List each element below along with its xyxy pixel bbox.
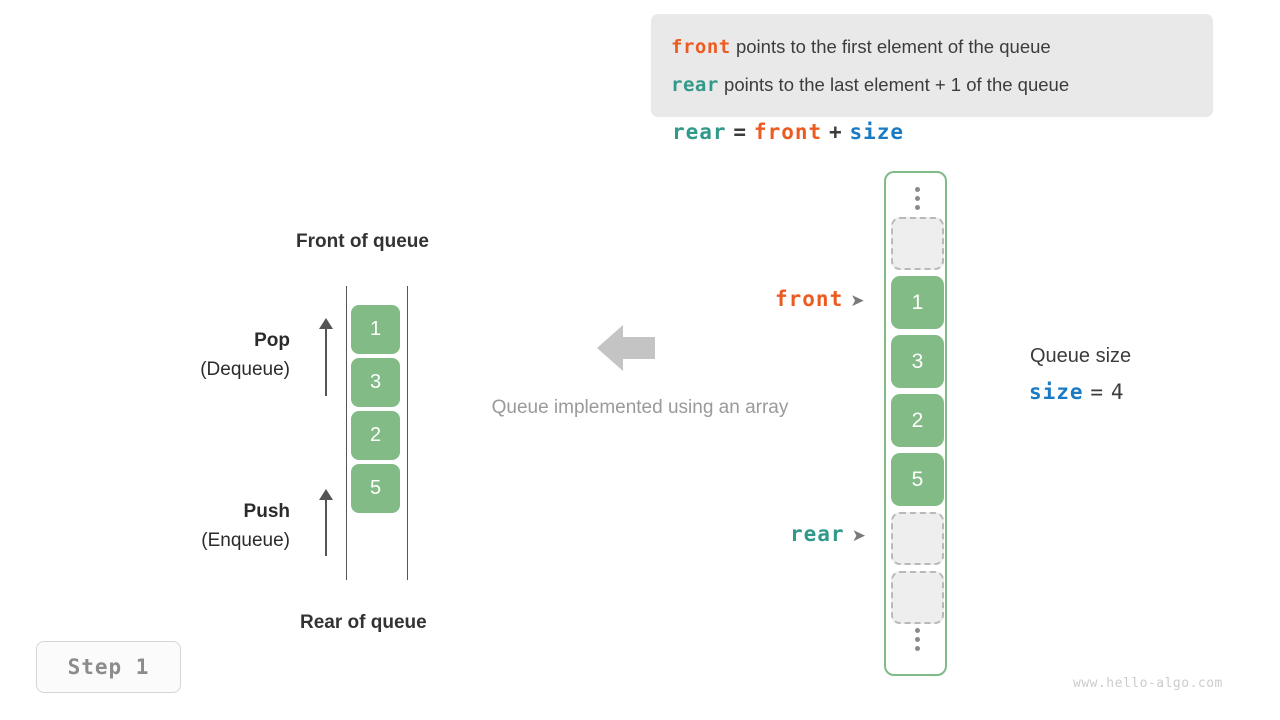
front-pointer-label: front [775,287,844,311]
center-caption: Queue implemented using an array [491,397,789,418]
pointer-caret-icon: ➤ [851,526,867,546]
legend-line-rear: rear points to the last element + 1 of t… [671,66,1193,104]
push-label-main: Push [243,501,290,522]
legend-keyword-rear: rear [671,74,719,96]
rear-pointer: rear ➤ [790,522,867,547]
ellipsis-bottom-icon [886,628,949,651]
watermark: www.hello-algo.com [1073,676,1223,691]
formula-plus: + [828,120,843,144]
legend-box: front points to the first element of the… [651,14,1213,117]
push-operation-label: Push (Enqueue) [110,498,290,556]
front-pointer: front ➤ [775,287,865,312]
array-slot-filled: 2 [891,394,944,447]
formula-expression: rear = front + size [672,120,904,145]
queue-rail-right [407,286,408,580]
rear-of-queue-label: Rear of queue [300,612,427,633]
pop-label-sub: (Dequeue) [200,359,290,380]
array-container: 1 3 2 5 [884,171,947,676]
array-slot-filled: 5 [891,453,944,506]
rear-pointer-label: rear [790,522,845,546]
queue-size-title: Queue size [1030,345,1132,367]
push-arrow-up-icon [319,489,333,556]
array-slot-empty [891,512,944,565]
formula-size: size [849,120,905,144]
front-of-queue-label: Front of queue [296,231,429,252]
size-variable-label: size [1029,380,1084,404]
queue-cell: 1 [351,305,400,354]
queue-rail-left [346,286,347,580]
array-slot-filled: 1 [891,276,944,329]
arrow-left-icon [597,325,655,371]
formula-rear: rear [672,120,727,144]
array-slot-empty [891,217,944,270]
array-slot-filled: 3 [891,335,944,388]
size-number: 4 [1110,380,1125,404]
push-label-sub: (Enqueue) [201,530,290,551]
formula-front: front [753,120,823,144]
legend-line-front: front points to the first element of the… [671,28,1193,66]
pop-arrow-up-icon [319,318,333,396]
queue-cell: 3 [351,358,400,407]
size-equals: = [1090,380,1105,404]
legend-keyword-front: front [671,36,731,58]
queue-cell: 2 [351,411,400,460]
queue-cell: 5 [351,464,400,513]
ellipsis-top-icon [886,187,949,210]
pop-label-main: Pop [254,330,290,351]
legend-text-rear: points to the last element + 1 of the qu… [724,74,1070,95]
legend-text-front: points to the first element of the queue [735,36,1051,57]
array-slot-empty [891,571,944,624]
pointer-caret-icon: ➤ [850,291,866,311]
step-badge: Step 1 [36,641,181,693]
queue-size-value: size = 4 [1029,380,1125,405]
pop-operation-label: Pop (Dequeue) [110,327,290,385]
formula-equals: = [733,120,748,144]
